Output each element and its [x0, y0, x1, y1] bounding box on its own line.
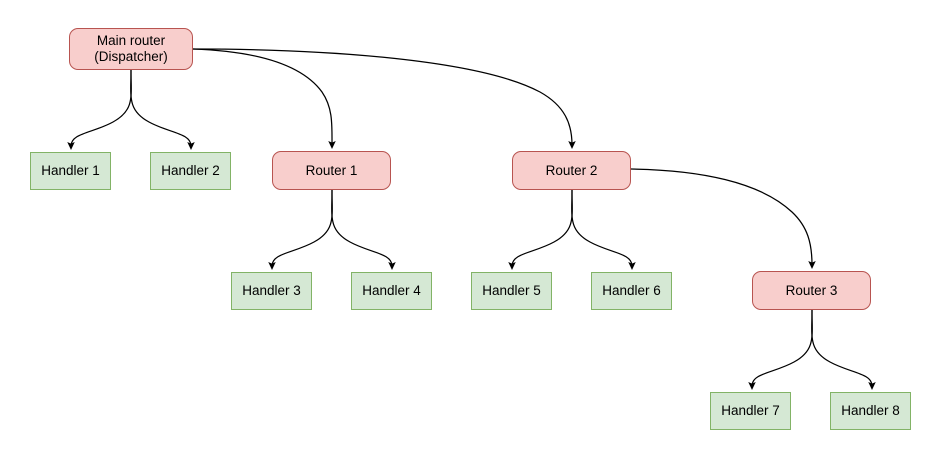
- node-handler4-label: Handler 4: [362, 283, 421, 299]
- node-handler5-label: Handler 5: [482, 283, 541, 299]
- edge-paths-group: [67, 48, 876, 390]
- edge-main-to-router1: [192, 48, 336, 149]
- node-handler1[interactable]: Handler 1: [30, 152, 111, 190]
- node-handler4[interactable]: Handler 4: [351, 272, 432, 310]
- node-handler6[interactable]: Handler 6: [591, 272, 672, 310]
- node-handler8-label: Handler 8: [841, 403, 900, 419]
- edge-router2-to-handler5: [508, 189, 573, 270]
- node-main-label: Main router (Dispatcher): [94, 33, 168, 64]
- edge-router1-to-handler3: [268, 189, 333, 270]
- edge-router2-to-handler6: [571, 189, 636, 270]
- node-router3[interactable]: Router 3: [752, 271, 871, 310]
- node-handler3[interactable]: Handler 3: [231, 272, 312, 310]
- edge-main-to-router2: [192, 48, 576, 149]
- node-handler3-label: Handler 3: [242, 283, 301, 299]
- node-main[interactable]: Main router (Dispatcher): [69, 28, 193, 70]
- node-handler6-label: Handler 6: [602, 283, 661, 299]
- edge-router3-to-handler8: [811, 309, 876, 390]
- node-handler2-label: Handler 2: [161, 163, 220, 179]
- node-router2-label: Router 2: [545, 162, 598, 178]
- node-handler1-label: Handler 1: [41, 163, 100, 179]
- node-handler2[interactable]: Handler 2: [150, 152, 231, 190]
- node-router2[interactable]: Router 2: [512, 151, 631, 190]
- node-router3-label: Router 3: [785, 282, 838, 298]
- edge-router2-to-router3: [630, 168, 816, 269]
- node-handler7-label: Handler 7: [721, 403, 780, 419]
- edge-router3-to-handler7: [748, 309, 813, 390]
- edge-router1-to-handler4: [331, 189, 396, 270]
- node-handler5[interactable]: Handler 5: [471, 272, 552, 310]
- node-router1-label: Router 1: [305, 162, 358, 178]
- edge-main-to-handler2: [130, 69, 195, 150]
- edge-main-to-handler1: [67, 69, 132, 150]
- node-handler7[interactable]: Handler 7: [710, 392, 791, 430]
- node-handler8[interactable]: Handler 8: [830, 392, 911, 430]
- node-router1[interactable]: Router 1: [272, 151, 391, 190]
